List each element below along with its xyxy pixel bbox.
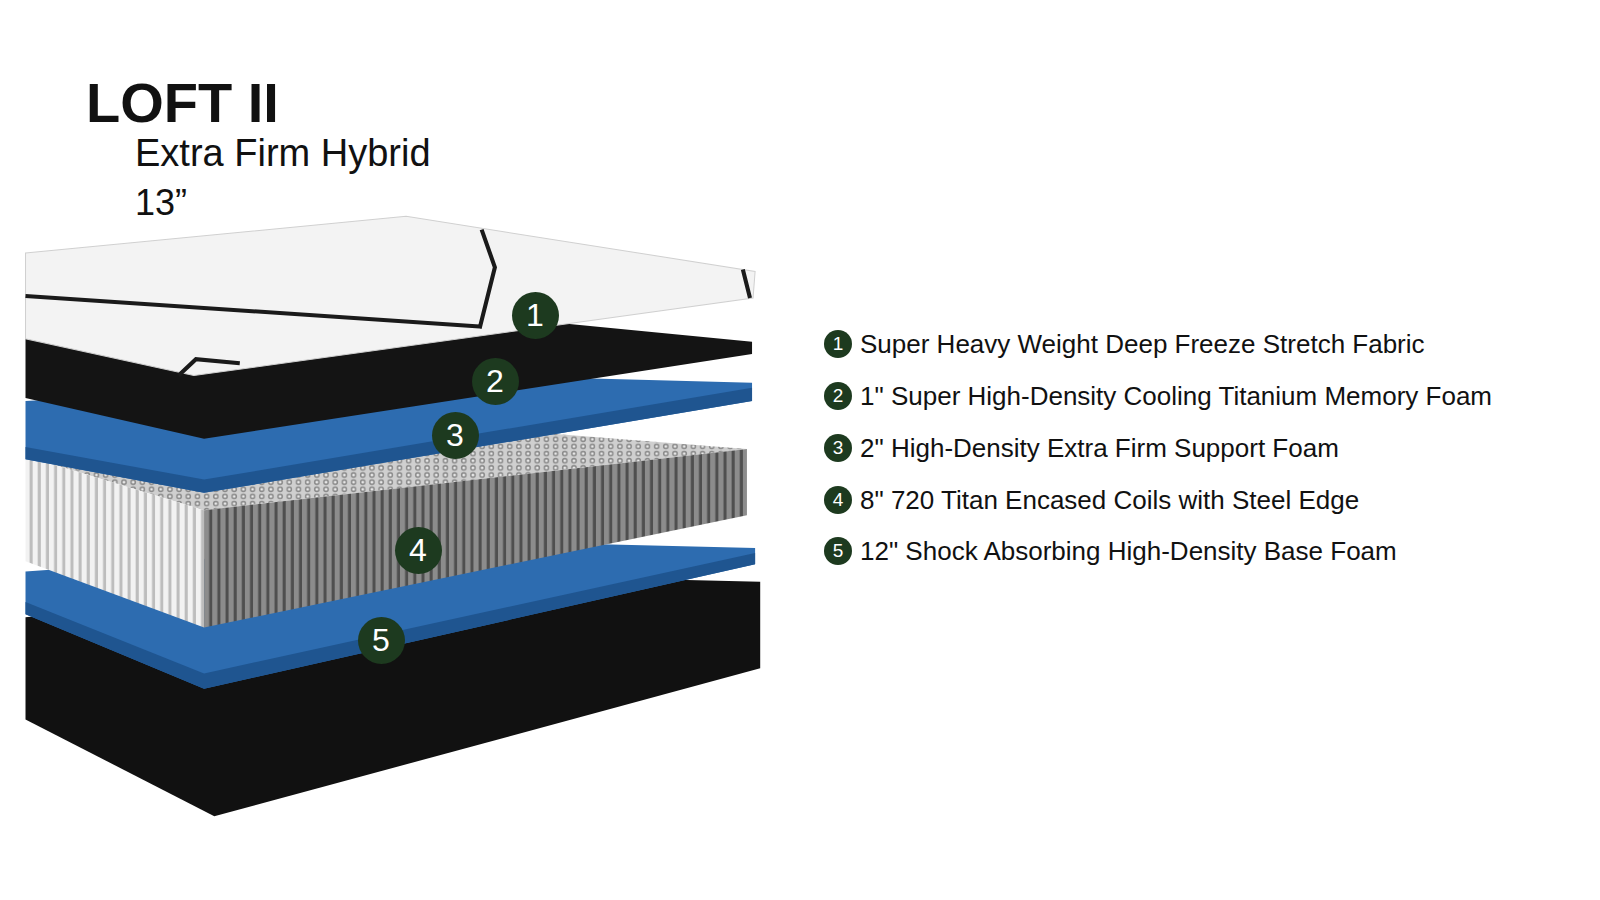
callout-circle: 2 <box>472 358 519 405</box>
legend-text: 12" Shock Absorbing High-Density Base Fo… <box>860 536 1397 567</box>
callout-number: 2 <box>486 363 504 400</box>
legend-swatch: 2 <box>824 382 852 410</box>
legend-number: 4 <box>833 489 844 511</box>
legend-number: 2 <box>833 385 844 407</box>
legend-swatch: 1 <box>824 330 852 358</box>
legend-swatch: 5 <box>824 537 852 565</box>
legend-text: 8" 720 Titan Encased Coils with Steel Ed… <box>860 485 1359 516</box>
callout-number: 3 <box>446 417 464 454</box>
fabric-cover <box>26 216 756 375</box>
legend-text: 2" High-Density Extra Firm Support Foam <box>860 433 1339 464</box>
legend-number: 1 <box>833 333 844 355</box>
legend-swatch: 4 <box>824 486 852 514</box>
cover-stitching <box>26 230 750 376</box>
legend-swatch: 3 <box>824 434 852 462</box>
subtitle: Extra Firm Hybrid <box>135 132 431 175</box>
title: LOFT II <box>86 70 279 135</box>
subtitle: 13” <box>135 182 187 224</box>
callout-circle: 5 <box>358 617 405 664</box>
callout-number: 4 <box>409 532 427 569</box>
callout-circle: 3 <box>432 412 479 459</box>
legend-number: 5 <box>833 540 844 562</box>
legend-number: 3 <box>833 437 844 459</box>
callout-circle: 4 <box>395 527 442 574</box>
legend-text: Super Heavy Weight Deep Freeze Stretch F… <box>860 329 1425 360</box>
legend-text: 1" Super High-Density Cooling Titanium M… <box>860 381 1492 412</box>
callout-number: 5 <box>372 622 390 659</box>
callout-number: 1 <box>526 297 544 334</box>
callout-circle: 1 <box>512 292 559 339</box>
